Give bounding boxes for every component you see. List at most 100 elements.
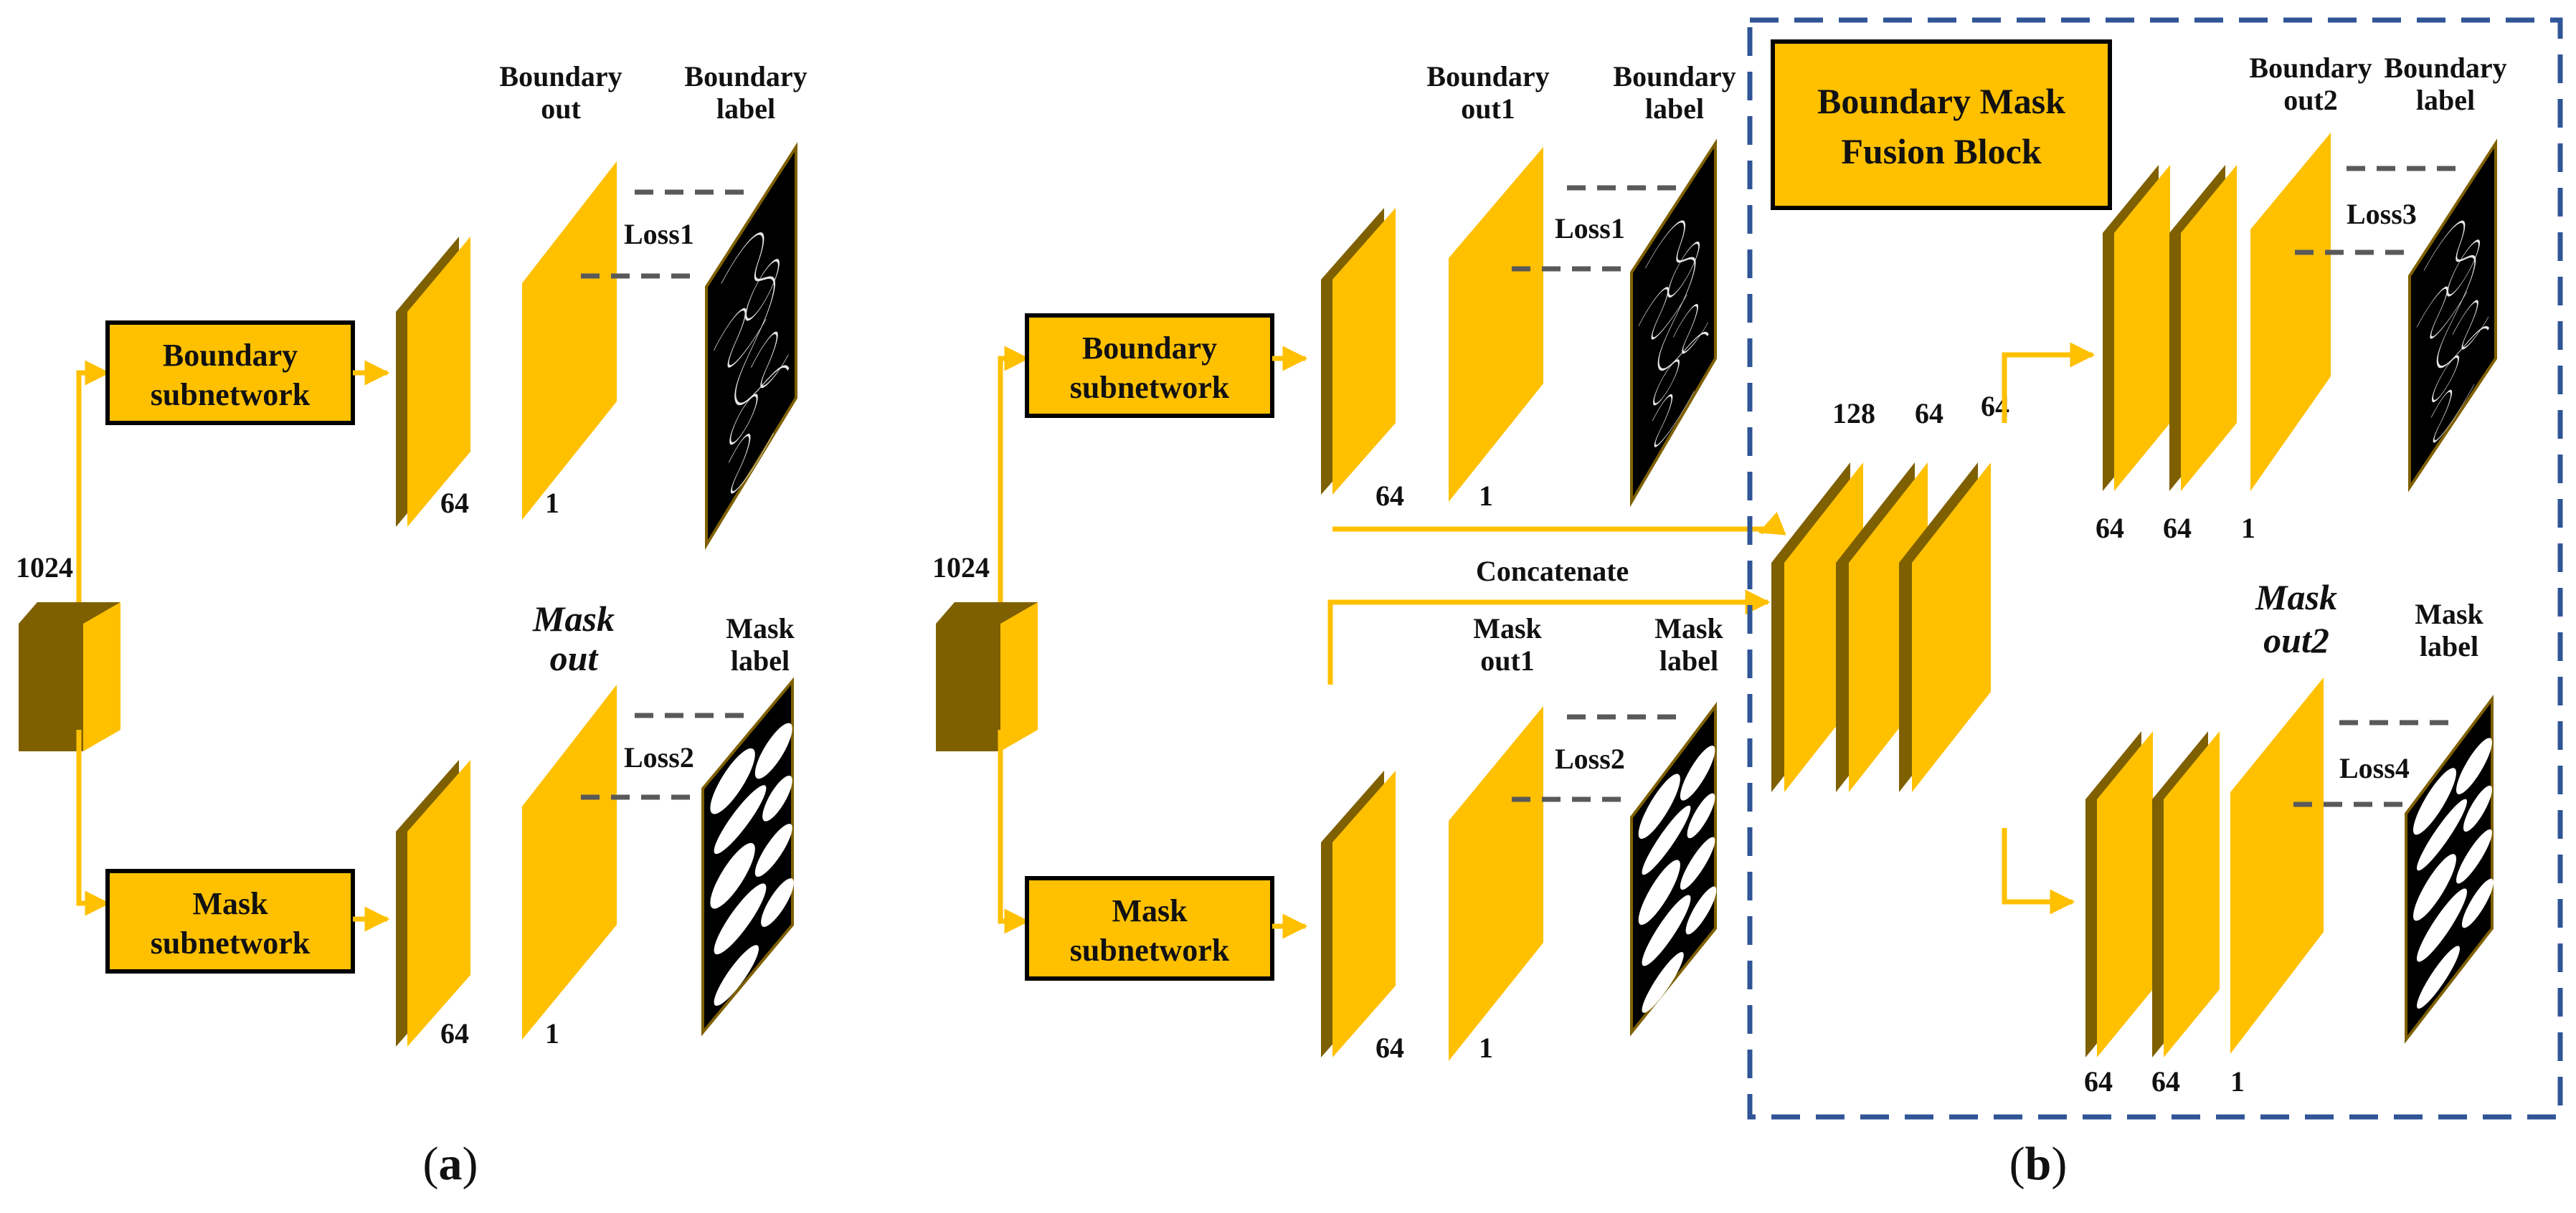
arrow-to-boundary-subnetwork: [76, 360, 110, 602]
fusion-block-title-box: Boundary Mask Fusion Block: [1771, 39, 2112, 210]
fusion-block-border: [1747, 17, 2563, 1120]
arrow-boundary-to-fusion: [1332, 512, 1786, 536]
fusion-128-label: 128: [1832, 397, 1875, 429]
input-cube: [19, 602, 120, 751]
boundary-out1-line1: Boundary: [1426, 60, 1549, 92]
boundary-subnetwork-b-line1: Boundary: [1082, 330, 1217, 366]
loss3-label: Loss3: [2347, 198, 2417, 230]
fusion-boundary-1-label: 1: [2241, 512, 2255, 544]
mask-subnetwork-b-line1: Mask: [1112, 893, 1188, 928]
loss1-label: Loss1: [624, 218, 694, 250]
panel-b: 1024 Boundary subnetwork 64 1 Boundary o…: [932, 17, 2563, 1190]
input-channels-label-b: 1024: [932, 551, 990, 584]
boundary-subnetwork-box-b: Boundary subnetwork: [1025, 313, 1274, 418]
concatenate-label: Concatenate: [1476, 555, 1629, 587]
boundary-label-b-line1: Boundary: [1613, 60, 1736, 92]
boundary-plane-1-label: 1: [545, 487, 559, 519]
mask-plane-1-b-label: 1: [1479, 1032, 1493, 1064]
mask-out1-line1: Mask: [1473, 612, 1542, 644]
mask-label-line1: Mask: [726, 612, 795, 644]
caption-b: (b): [2009, 1138, 2068, 1190]
boundary-plane-64-b: [1321, 208, 1396, 495]
mask-plane-64: [396, 760, 470, 1047]
fusion-boundary-plane-64b: [2169, 165, 2237, 491]
arrow-to-mask-subnetwork: [76, 730, 110, 916]
fusion-title-line1: Boundary Mask: [1817, 81, 2065, 121]
mask-label-fusion-line2: label: [2420, 630, 2478, 662]
boundary-out-line2: out: [541, 92, 581, 125]
fusion-64a-label: 64: [1915, 397, 1943, 429]
mask-label-line2: label: [731, 644, 790, 677]
boundary-out2-line1: Boundary: [2249, 52, 2372, 84]
fusion-boundary-plane-1: [2250, 133, 2331, 491]
mask-out-line1: Mask: [532, 599, 615, 639]
fusion-boundary-64a-label: 64: [2096, 512, 2124, 544]
mask-plane-1: [522, 685, 617, 1040]
boundary-label-fusion-line1: Boundary: [2384, 52, 2506, 84]
mask-out1-line2: out1: [1480, 644, 1535, 677]
boundary-subnetwork-line1: Boundary: [163, 338, 298, 373]
boundary-map-image-fusion: [2408, 138, 2497, 493]
boundary-plane-1: [522, 161, 617, 520]
boundary-plane-64: [396, 237, 470, 527]
loss2-b-label: Loss2: [1555, 743, 1625, 775]
loss2-label: Loss2: [624, 741, 694, 774]
boundary-map-image-b: [1630, 138, 1717, 508]
loss1-b-label: Loss1: [1555, 212, 1625, 244]
mask-label-b-line1: Mask: [1654, 612, 1723, 644]
mask-map-image-b: [1630, 702, 1717, 1037]
boundary-plane-1-b-label: 1: [1479, 480, 1493, 512]
arrow-fusion-to-boundary: [2002, 342, 2096, 423]
mask-map-image-fusion: [2405, 695, 2494, 1044]
boundary-out1-line2: out1: [1461, 92, 1515, 125]
fusion-mask-plane-1: [2230, 677, 2324, 1054]
boundary-label-b-line2: label: [1645, 92, 1704, 125]
mask-plane-64-b-label: 64: [1375, 1032, 1404, 1064]
mask-subnetwork-box: Mask subnetwork: [105, 869, 355, 974]
arrow-fusion-to-mask: [2002, 828, 2075, 915]
fusion-mask-64a-label: 64: [2084, 1065, 2113, 1098]
mask-label-fusion-line1: Mask: [2415, 598, 2483, 630]
loss4-label: Loss4: [2339, 752, 2410, 784]
boundary-plane-1-b: [1449, 147, 1543, 502]
boundary-subnetwork-line2: subnetwork: [151, 377, 311, 412]
mask-out2-line2: out2: [2263, 620, 2329, 660]
boundary-label-line2: label: [716, 92, 775, 125]
mask-out-line2: out: [550, 638, 600, 678]
fusion-block: Boundary Mask Fusion Block 128 64 64: [1747, 17, 2563, 1120]
boundary-plane-64-b-label: 64: [1375, 480, 1404, 512]
mask-out2-line1: Mask: [2255, 577, 2337, 617]
mask-subnetwork-box-b: Mask subnetwork: [1025, 876, 1274, 981]
fusion-boundary-plane-64a: [2103, 165, 2170, 491]
fusion-plane-64b: [1899, 462, 1991, 792]
boundary-label-fusion-line2: label: [2416, 84, 2475, 116]
arrow-mask-to-fusion: [1327, 589, 1771, 685]
boundary-out2-line2: out2: [2283, 84, 2338, 116]
arrow-to-boundary-subnetwork-b: [998, 346, 1030, 602]
fusion-mask-plane-64a: [2085, 731, 2153, 1057]
mask-plane-64-b: [1321, 771, 1396, 1057]
boundary-label-line1: Boundary: [684, 60, 807, 92]
mask-plane-64-label: 64: [440, 1017, 469, 1050]
panel-a: 1024 Boundary subnetwork 64 1 Boundary o…: [16, 60, 808, 1190]
input-cube-b: [936, 602, 1038, 751]
mask-plane-1-label: 1: [545, 1017, 559, 1050]
mask-map-image: [701, 677, 794, 1037]
fusion-mask-64b-label: 64: [2151, 1065, 2180, 1098]
mask-plane-1-b: [1449, 706, 1543, 1061]
input-channels-label: 1024: [16, 551, 73, 584]
boundary-subnetwork-box: Boundary subnetwork: [105, 320, 355, 425]
mask-subnetwork-b-line2: subnetwork: [1070, 933, 1230, 968]
boundary-plane-64-label: 64: [440, 487, 469, 519]
mask-label-b-line2: label: [1659, 644, 1718, 677]
fusion-mask-plane-64b: [2152, 731, 2220, 1057]
boundary-map-image: [705, 142, 797, 551]
caption-a: (a): [423, 1138, 478, 1190]
fusion-mask-1-label: 1: [2230, 1065, 2245, 1098]
mask-subnetwork-line2: subnetwork: [151, 926, 311, 961]
arrow-to-mask-subnetwork-b: [998, 730, 1030, 934]
boundary-out-line1: Boundary: [499, 60, 622, 92]
mask-subnetwork-line1: Mask: [192, 886, 268, 921]
fusion-boundary-64b-label: 64: [2163, 512, 2192, 544]
